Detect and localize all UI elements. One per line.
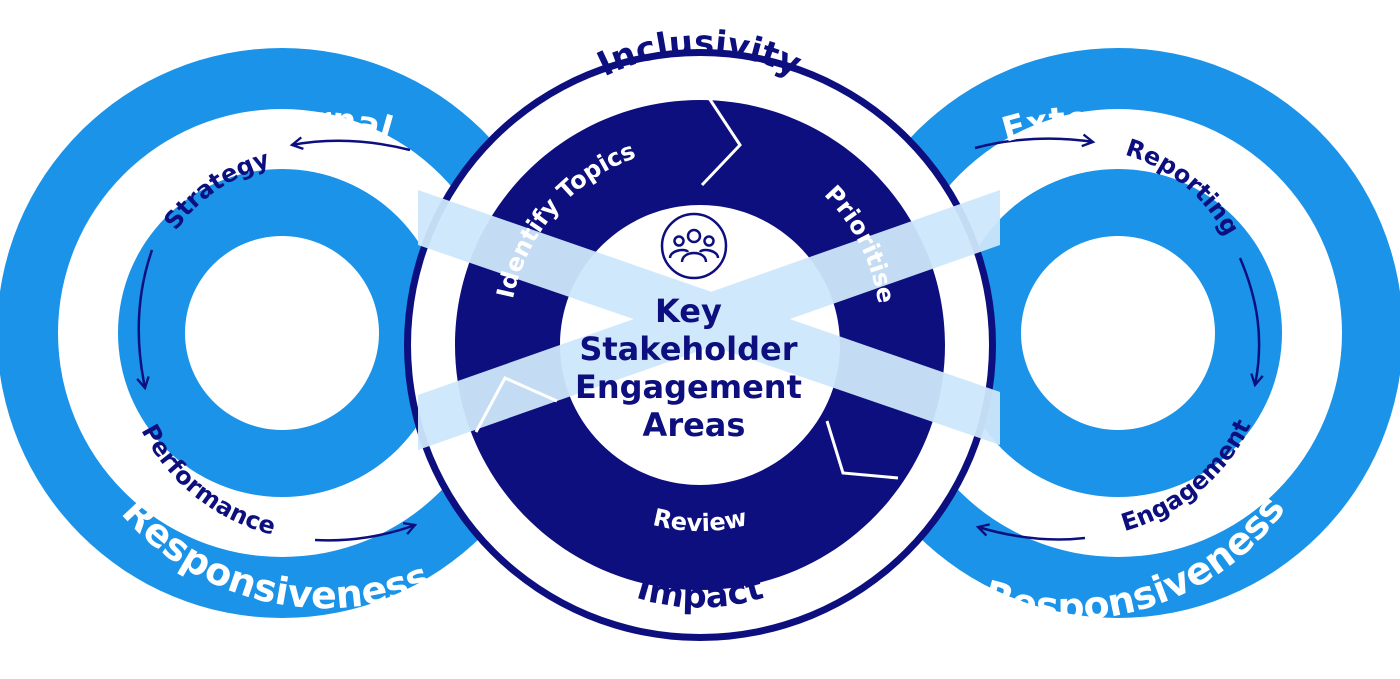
core-title: Key Stakeholder Engagement Areas — [575, 292, 813, 444]
core-title-line-2: Stakeholder — [579, 330, 797, 368]
stage-ring — [455, 100, 945, 590]
arrow-right-side — [1238, 257, 1259, 385]
arrow-left-bottom — [314, 525, 415, 542]
right-cycle — [833, 48, 1400, 618]
right-hole — [1021, 236, 1215, 430]
left-cycle — [0, 48, 567, 618]
core-title-line-3: Engagement — [575, 368, 802, 406]
stage-divider-right — [825, 420, 899, 480]
left-hole — [185, 236, 379, 430]
arrow-right-top — [974, 139, 1093, 150]
arrow-right-bottom — [978, 527, 1086, 541]
arrow-left-side — [139, 249, 154, 388]
stage-divider-left — [474, 376, 558, 433]
people-group-icon — [660, 212, 728, 280]
center-cycle — [404, 49, 1000, 641]
core-title-line-1: Key — [655, 292, 722, 330]
connecting-bands — [418, 190, 1000, 450]
core-title-line-4: Areas — [643, 406, 746, 444]
left-arrows — [139, 141, 415, 542]
arrow-left-top — [292, 141, 411, 152]
right-arrows — [974, 139, 1259, 541]
stage-divider-top — [700, 91, 742, 187]
